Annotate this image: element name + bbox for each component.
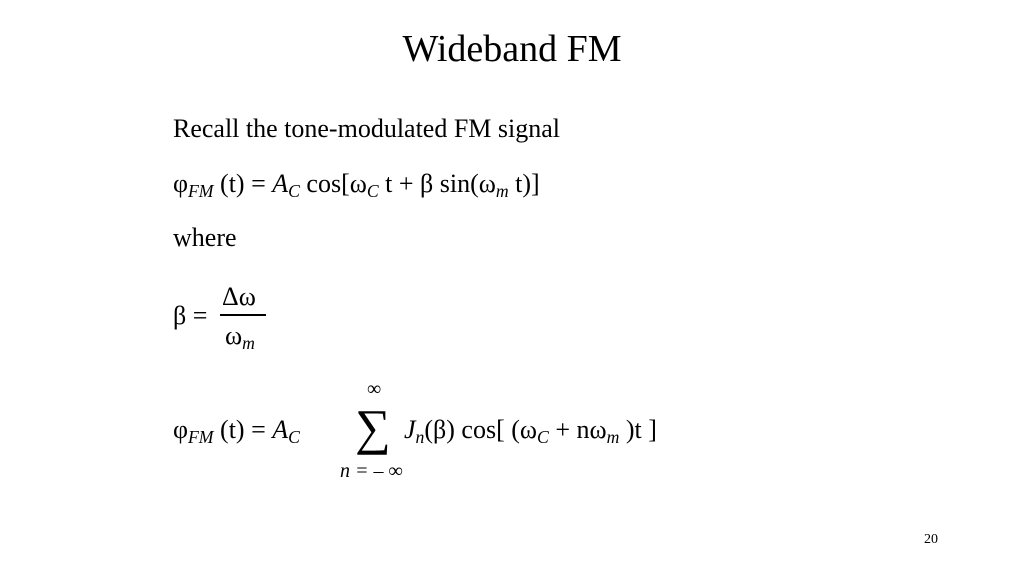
eq3-argument: (t) =	[220, 415, 273, 444]
summation-symbol: ∑	[355, 399, 391, 455]
amplitude-symbol: A	[272, 169, 289, 198]
amplitude-subscript-2: C	[288, 426, 300, 447]
bessel-equation-lhs: φFM (t) = AC	[173, 414, 300, 446]
beta-equals: β =	[173, 301, 208, 330]
denominator-omega: ω	[225, 321, 243, 350]
bessel-equation-rhs: Jn(β) cos[ (ωC + nωm )t ]	[404, 414, 657, 446]
eq1-argument: (t) =	[220, 169, 273, 198]
eq3-plus-n: + nω	[548, 415, 607, 444]
eq1-cos-open: cos[ω	[299, 169, 367, 198]
bessel-subscript: n	[415, 426, 425, 447]
amplitude-symbol-2: A	[272, 415, 289, 444]
sum-lower-limit: n = – ∞	[340, 460, 403, 482]
eq3-close: )t ]	[619, 415, 657, 444]
modulation-subscript: m	[495, 180, 509, 201]
carrier-subscript-2: C	[537, 426, 549, 447]
sum-upper-limit: ∞	[367, 378, 382, 400]
fm-signal-equation: φFM (t) = AC cos[ωC t + β sin(ωm t)]	[173, 168, 540, 200]
denominator-subscript: m	[242, 332, 255, 353]
slide-title: Wideband FM	[402, 28, 622, 70]
eq1-beta-sin: t + β sin(ω	[378, 169, 496, 198]
phi-subscript: FM	[188, 180, 214, 201]
fraction-bar	[220, 314, 266, 316]
page-number: 20	[924, 532, 938, 547]
intro-text: Recall the tone-modulated FM signal	[173, 114, 561, 143]
eq1-close: t)]	[508, 169, 540, 198]
modulation-subscript-2: m	[606, 426, 620, 447]
eq3-beta-cos: (β) cos[ (ω	[424, 415, 538, 444]
fraction-denominator: ωm	[225, 320, 255, 352]
where-text: where	[173, 223, 237, 252]
bessel-J: J	[404, 415, 416, 444]
fraction-numerator: Δω	[222, 282, 256, 311]
phi-symbol-2: φ	[173, 415, 189, 444]
carrier-subscript: C	[366, 180, 379, 201]
phi-subscript-2: FM	[188, 426, 214, 447]
phi-symbol: φ	[173, 169, 189, 198]
amplitude-subscript: C	[288, 180, 300, 201]
